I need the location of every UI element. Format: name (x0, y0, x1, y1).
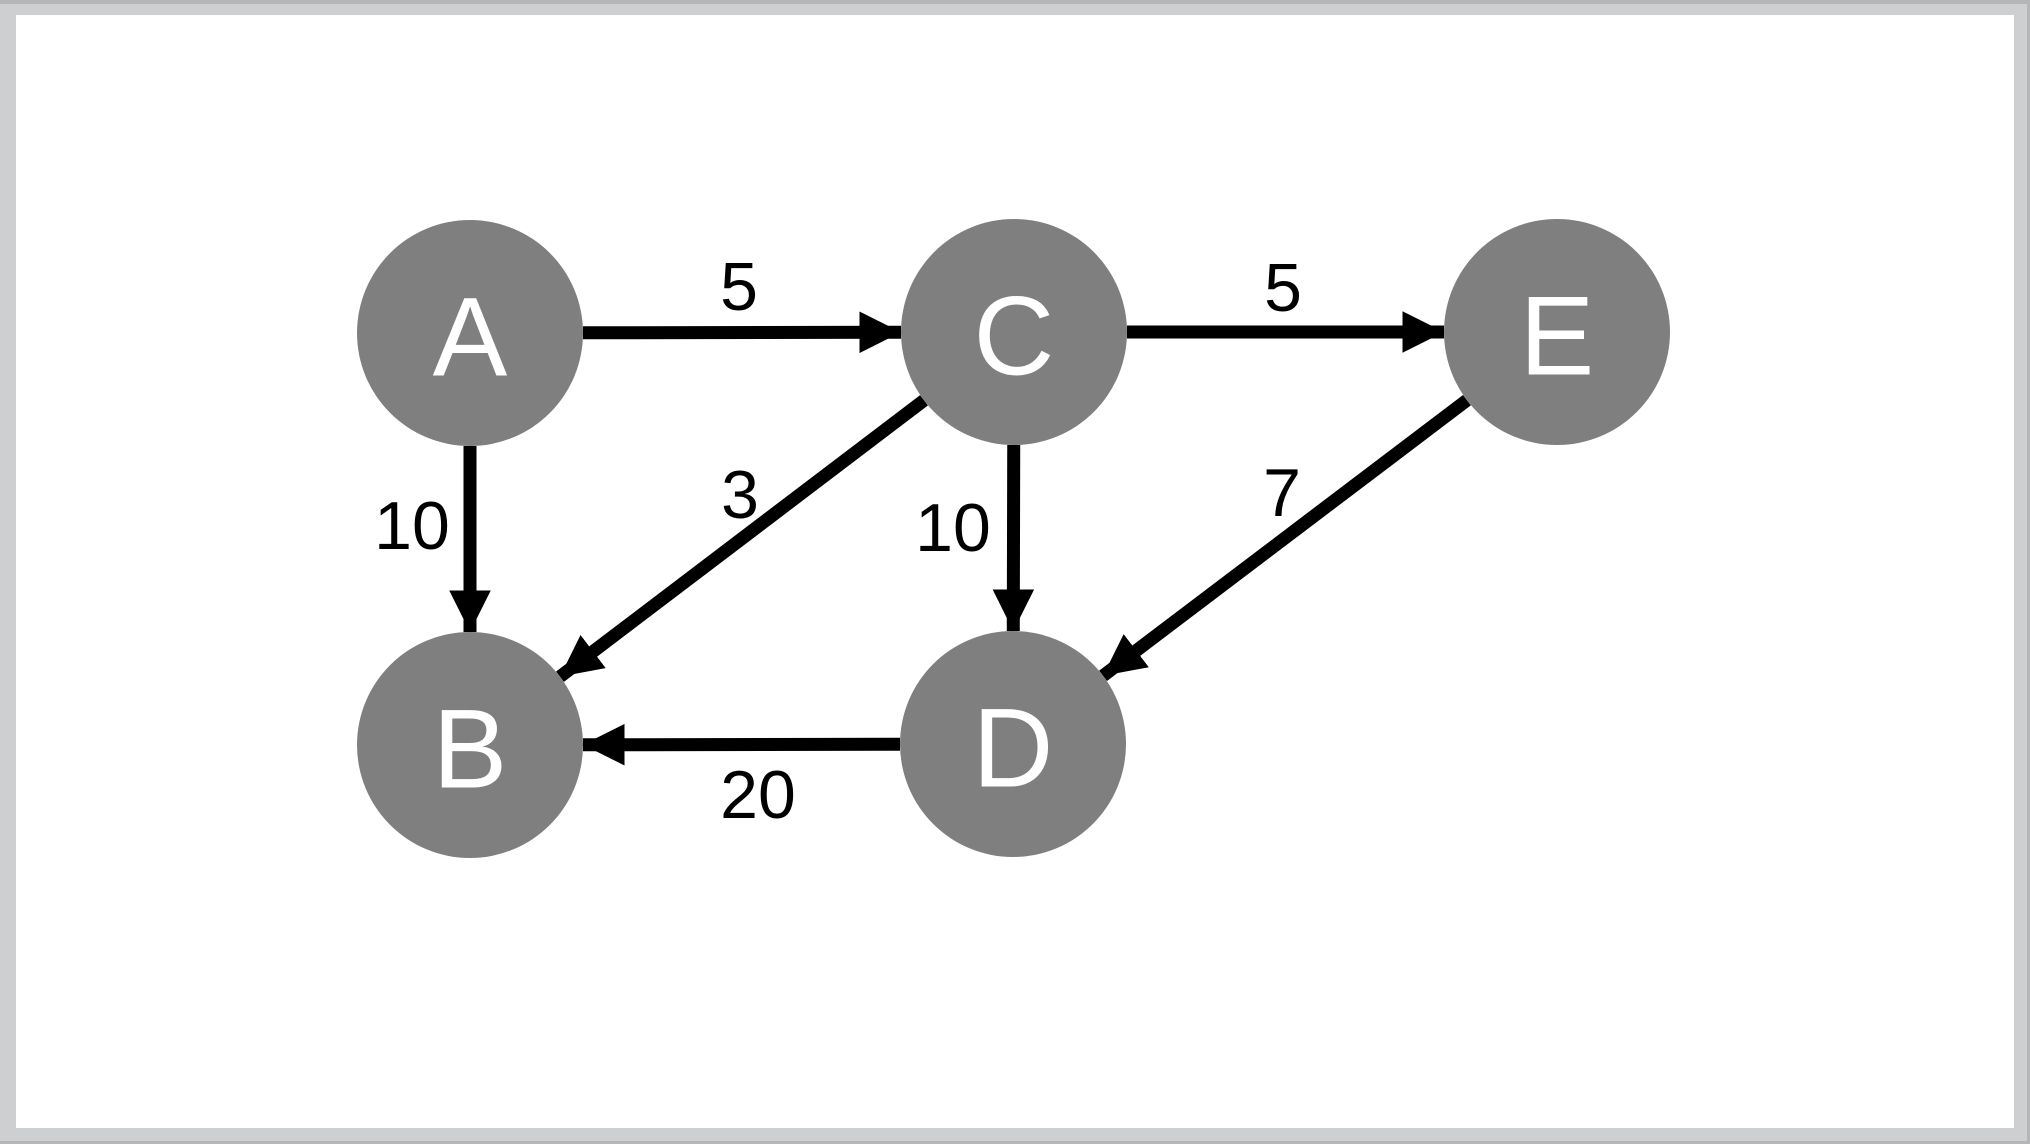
edge-C-E-weight: 5 (1264, 250, 1302, 326)
edge-A-C-arrow (582, 311, 902, 354)
edge-E-D-arrow (1099, 395, 1471, 681)
node-E (1444, 219, 1670, 445)
edge-A-B-weight: 10 (374, 488, 450, 564)
edge-C-B-arrow (556, 395, 928, 682)
node-C-label: C (974, 274, 1055, 399)
edge-A-C-weight: 5 (720, 249, 758, 325)
edge-C-B-weight: 3 (721, 457, 759, 533)
node-B-label: B (433, 687, 508, 812)
frame-edge-top (0, 0, 2030, 4)
edge-C-D-weight: 10 (915, 490, 991, 566)
node-D (900, 631, 1126, 857)
node-D-label: D (973, 686, 1054, 811)
edge-D-B-weight: 20 (720, 757, 796, 833)
node-E-label: E (1520, 274, 1595, 399)
edge-D-B-arrow (582, 723, 901, 766)
node-A (357, 220, 583, 446)
frame-edge-bottom (0, 1141, 2030, 1144)
node-C (901, 219, 1127, 445)
node-A-label: A (433, 275, 508, 400)
edge-E-D-weight: 7 (1263, 455, 1301, 531)
frame-edge-right (2027, 0, 2030, 1144)
node-B (357, 632, 583, 858)
